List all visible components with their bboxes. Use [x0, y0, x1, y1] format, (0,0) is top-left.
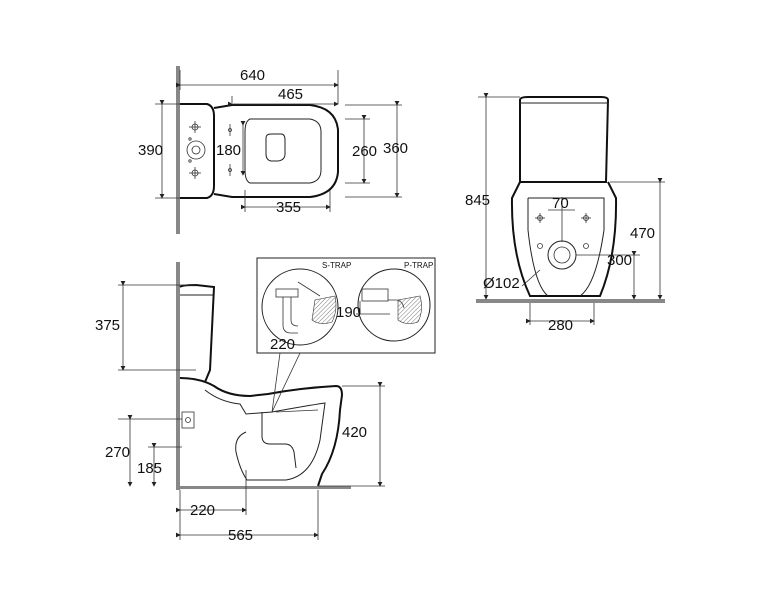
dim-overall-depth: 565 [228, 527, 253, 544]
top-view-inlet-outer [186, 140, 206, 160]
dim-outlet-distance: 220 [190, 502, 215, 519]
front-view-tank [519, 96, 610, 183]
p-trap-detail [357, 268, 431, 342]
p-trap-dim: 190 [336, 304, 361, 321]
s-trap-dim: 220 [270, 336, 295, 353]
inset-frame [256, 257, 436, 354]
front-view-pan [510, 181, 618, 297]
dim-bowl-inner-depth: 260 [352, 143, 377, 160]
dim-outlet-offset: 70 [552, 195, 569, 212]
front-view-outlet [547, 240, 577, 270]
trap-inset: S-TRAP 220 P-TRAP 190 [256, 257, 436, 413]
p-trap-label: P-TRAP [404, 261, 433, 270]
top-view-seat-opening [244, 118, 322, 184]
dim-bowl-opening: 355 [276, 199, 301, 216]
front-view: 845 470 300 70 Ø102 280 [465, 93, 665, 334]
top-view-inlet-inner [191, 145, 201, 155]
dim-bowl-outer-depth: 360 [383, 140, 408, 157]
side-view-wall [176, 262, 180, 490]
front-view-floor [476, 299, 665, 303]
s-trap-label: S-TRAP [322, 261, 351, 270]
dim-depth: 390 [138, 142, 163, 159]
top-view-tank [180, 103, 215, 199]
side-view-bowl-inner [204, 389, 326, 481]
front-view-inner-outline [527, 197, 605, 297]
dim-height: 845 [465, 192, 490, 209]
dim-side-tank-height: 375 [95, 317, 120, 334]
dim-side-outlet-height: 185 [137, 460, 162, 477]
dim-inlet-spacing: 180 [216, 142, 241, 159]
side-view-floor [176, 486, 351, 489]
side-view: 375 420 270 185 220 565 [95, 262, 385, 544]
dim-rim-height: 420 [342, 424, 367, 441]
dim-outlet-diameter: Ø102 [483, 275, 520, 292]
dim-base-width: 280 [548, 317, 573, 334]
s-trap-detail [261, 268, 339, 346]
dim-bowl-length: 465 [278, 86, 303, 103]
side-view-trapway [261, 412, 297, 469]
dim-side-inlet-height: 270 [105, 444, 130, 461]
side-view-body [179, 377, 344, 487]
side-view-inlet [181, 411, 195, 429]
top-view-wall [176, 66, 180, 234]
side-view-tank [179, 283, 216, 383]
dim-inlet-height: 300 [607, 252, 632, 269]
dim-overall-length: 640 [240, 67, 265, 84]
top-view-waste-opening [265, 133, 286, 162]
top-view: 640 465 390 180 260 360 355 [138, 66, 408, 234]
dim-tank-height: 470 [630, 225, 655, 242]
